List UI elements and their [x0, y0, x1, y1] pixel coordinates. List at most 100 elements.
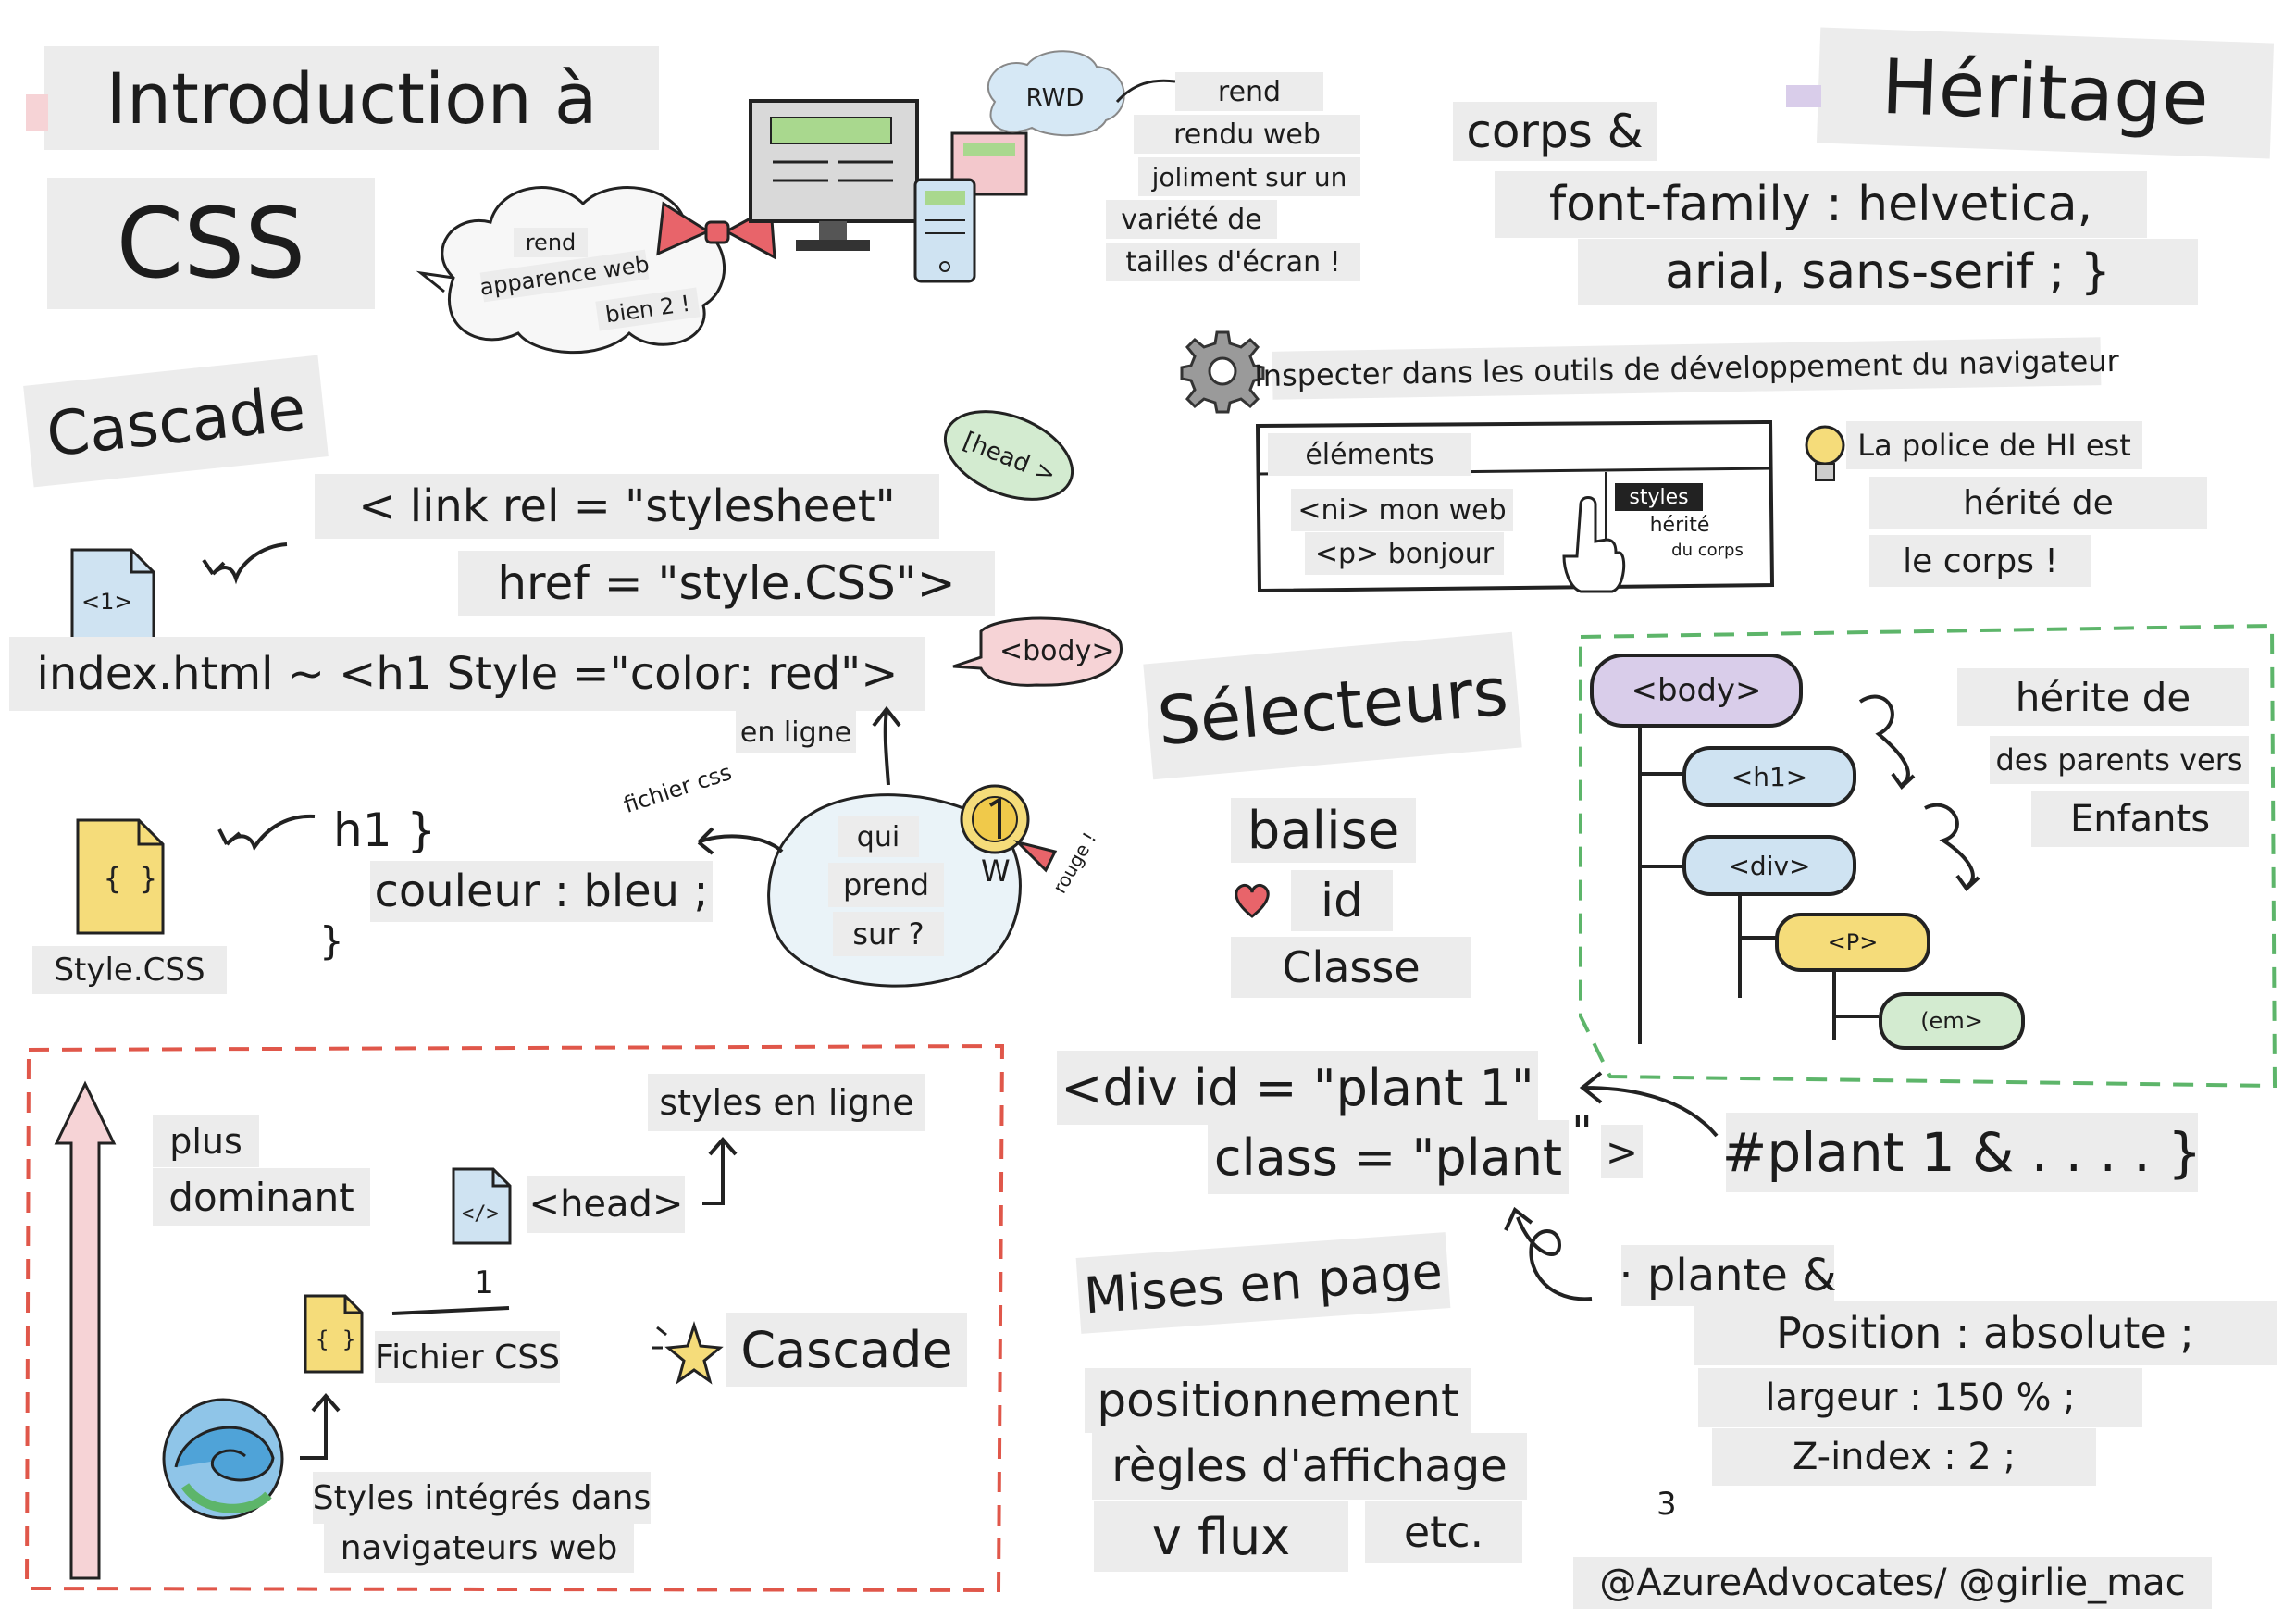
rwd-line2: rendu web — [1134, 115, 1360, 154]
css-file-icon: { } — [76, 818, 165, 935]
inspect-caption: Inspecter dans les outils de développeme… — [1254, 337, 2119, 400]
devtools-side2: du corps — [1671, 540, 1744, 560]
tree-node-em: (em> — [1879, 992, 2025, 1050]
browser-logo-icon — [162, 1398, 284, 1520]
dominance-arrow — [54, 1080, 117, 1580]
lightbulb-icon — [1805, 425, 1845, 481]
medal-w: W — [981, 853, 1011, 889]
plante-line3: largeur : 150 % ; — [1698, 1368, 2142, 1427]
plante-line2: Position : absolute ; — [1694, 1301, 2277, 1365]
layout-item3: v flux — [1094, 1501, 1348, 1572]
css-rule-line1: h1 } — [333, 803, 437, 857]
svg-text:</>: </> — [462, 1202, 499, 1226]
gear-icon — [1180, 330, 1265, 414]
selectors-item2: id — [1291, 870, 1393, 931]
rwd-line3: joliment sur un — [1138, 157, 1360, 196]
blob-line1: qui — [838, 816, 919, 857]
rwd-line4: variété de — [1106, 200, 1277, 239]
title-line2: CSS — [47, 178, 375, 309]
medal-icon — [960, 784, 1058, 873]
plante-line4: Z-index : 2 ; — [1712, 1428, 2096, 1486]
selectors-item3: Classe — [1231, 937, 1471, 998]
layout-item1: positionnement — [1085, 1368, 1471, 1433]
heritage-line1: corps & — [1453, 102, 1657, 161]
builtin-line2: navigateurs web — [324, 1523, 634, 1573]
styles-en-ligne: styles en ligne — [648, 1074, 925, 1131]
dominance-box — [24, 1043, 1005, 1593]
dominance-cascade: Cascade — [726, 1313, 967, 1387]
arrow-to-class — [1504, 1206, 1593, 1301]
html-file-icon — [70, 548, 155, 650]
div-quote: " — [1571, 1106, 1593, 1160]
selectors-item1: balise — [1231, 798, 1416, 863]
police-line3: le corps ! — [1869, 535, 2091, 587]
selectors-title: Sélecteurs — [1143, 631, 1522, 780]
title-line1: Introduction à — [44, 46, 659, 150]
purple-accent — [1786, 85, 1821, 107]
head-up-arrow — [702, 1136, 738, 1205]
devtools-row1: <ni> mon web — [1291, 489, 1513, 531]
curved-arrow-left-1 — [202, 542, 288, 585]
hand-cursor-icon — [1562, 496, 1626, 593]
fichier-css-text: Fichier CSS — [375, 1331, 560, 1383]
heritage-title: Héritage — [1816, 27, 2275, 159]
cascade-title: Cascade — [23, 355, 329, 488]
heritage-line2: font-family : helvetica, — [1495, 171, 2147, 238]
div-line1: <div id = "plant 1" — [1057, 1051, 1538, 1125]
devtools-side1: hérité — [1649, 513, 1710, 537]
tree-node-p: <P> — [1775, 913, 1930, 972]
tree-caption3: Enfants — [2031, 791, 2249, 847]
html-file-label: <1> — [81, 589, 133, 615]
police-line1: La police de HI est — [1846, 421, 2142, 469]
arrow-to-div — [1579, 1071, 1719, 1138]
svg-text:{ }: { } — [104, 861, 157, 896]
rwd-pointer — [1115, 79, 1176, 104]
css-file-label: Style.CSS — [32, 946, 227, 994]
tree-node-div: <div> — [1682, 835, 1856, 896]
tree-box — [1579, 623, 2277, 1089]
fichier-css-icon: { } — [304, 1294, 364, 1374]
layout-title: Mises en page — [1075, 1232, 1451, 1334]
police-line2: hérité de — [1869, 477, 2207, 529]
fichier-css-label: fichier css — [620, 759, 736, 818]
curved-arrow-left-2 — [217, 814, 316, 852]
body-bubble-text: <body> — [999, 635, 1115, 667]
tree-node-body: <body> — [1590, 654, 1803, 728]
rwd-badge: RWD — [1025, 84, 1085, 112]
link-line2: href = "style.CSS"> — [458, 551, 995, 616]
head-bubble — [943, 410, 1074, 501]
layout-item2: règles d'affichage — [1092, 1433, 1527, 1500]
devtools-styles-tab: styles — [1615, 483, 1703, 511]
up-arrow-en-ligne — [872, 705, 901, 786]
en-ligne-label: en ligne — [736, 711, 856, 753]
rwd-cloud — [987, 50, 1125, 137]
devtools-row2: <p> bonjour — [1305, 532, 1504, 575]
plante-three: 3 — [1657, 1486, 1677, 1523]
div-line2: class = "plant — [1208, 1120, 1569, 1194]
cloud-line1: rend — [514, 228, 588, 257]
head-label: <head> — [527, 1176, 685, 1233]
monitor-icon — [749, 99, 919, 251]
dominance-dominant: dominant — [153, 1168, 370, 1226]
phone-icon — [913, 178, 976, 283]
head-file-icon: </> — [452, 1167, 512, 1245]
star-icon — [652, 1321, 724, 1385]
svg-text:{ }: { } — [316, 1326, 355, 1352]
css-rule-line2: couleur : bleu ; — [370, 861, 713, 922]
heritage-line3: arial, sans-serif ; } — [1578, 239, 2198, 305]
connector-line — [391, 1306, 510, 1315]
tree-caption1: hérite de — [1957, 668, 2249, 726]
devtools-tab-elements: éléments — [1268, 433, 1471, 476]
tree-caption2: des parents vers — [1990, 736, 2249, 784]
credit-handle: @AzureAdvocates/ @girlie_mac — [1573, 1557, 2212, 1609]
builtin-line1: Styles intégrés dans — [313, 1472, 651, 1524]
css-rule-line3: } — [319, 918, 344, 964]
plante-line1: · plante & — [1619, 1245, 1837, 1306]
heart-icon — [1235, 883, 1270, 918]
tree-node-h1: <h1> — [1682, 746, 1856, 807]
body-bubble — [952, 616, 1123, 687]
tablet-icon — [950, 131, 1028, 196]
rank-one: 1 — [474, 1264, 494, 1301]
div-gt: > — [1601, 1125, 1643, 1178]
rwd-line1: rend — [1175, 72, 1323, 111]
